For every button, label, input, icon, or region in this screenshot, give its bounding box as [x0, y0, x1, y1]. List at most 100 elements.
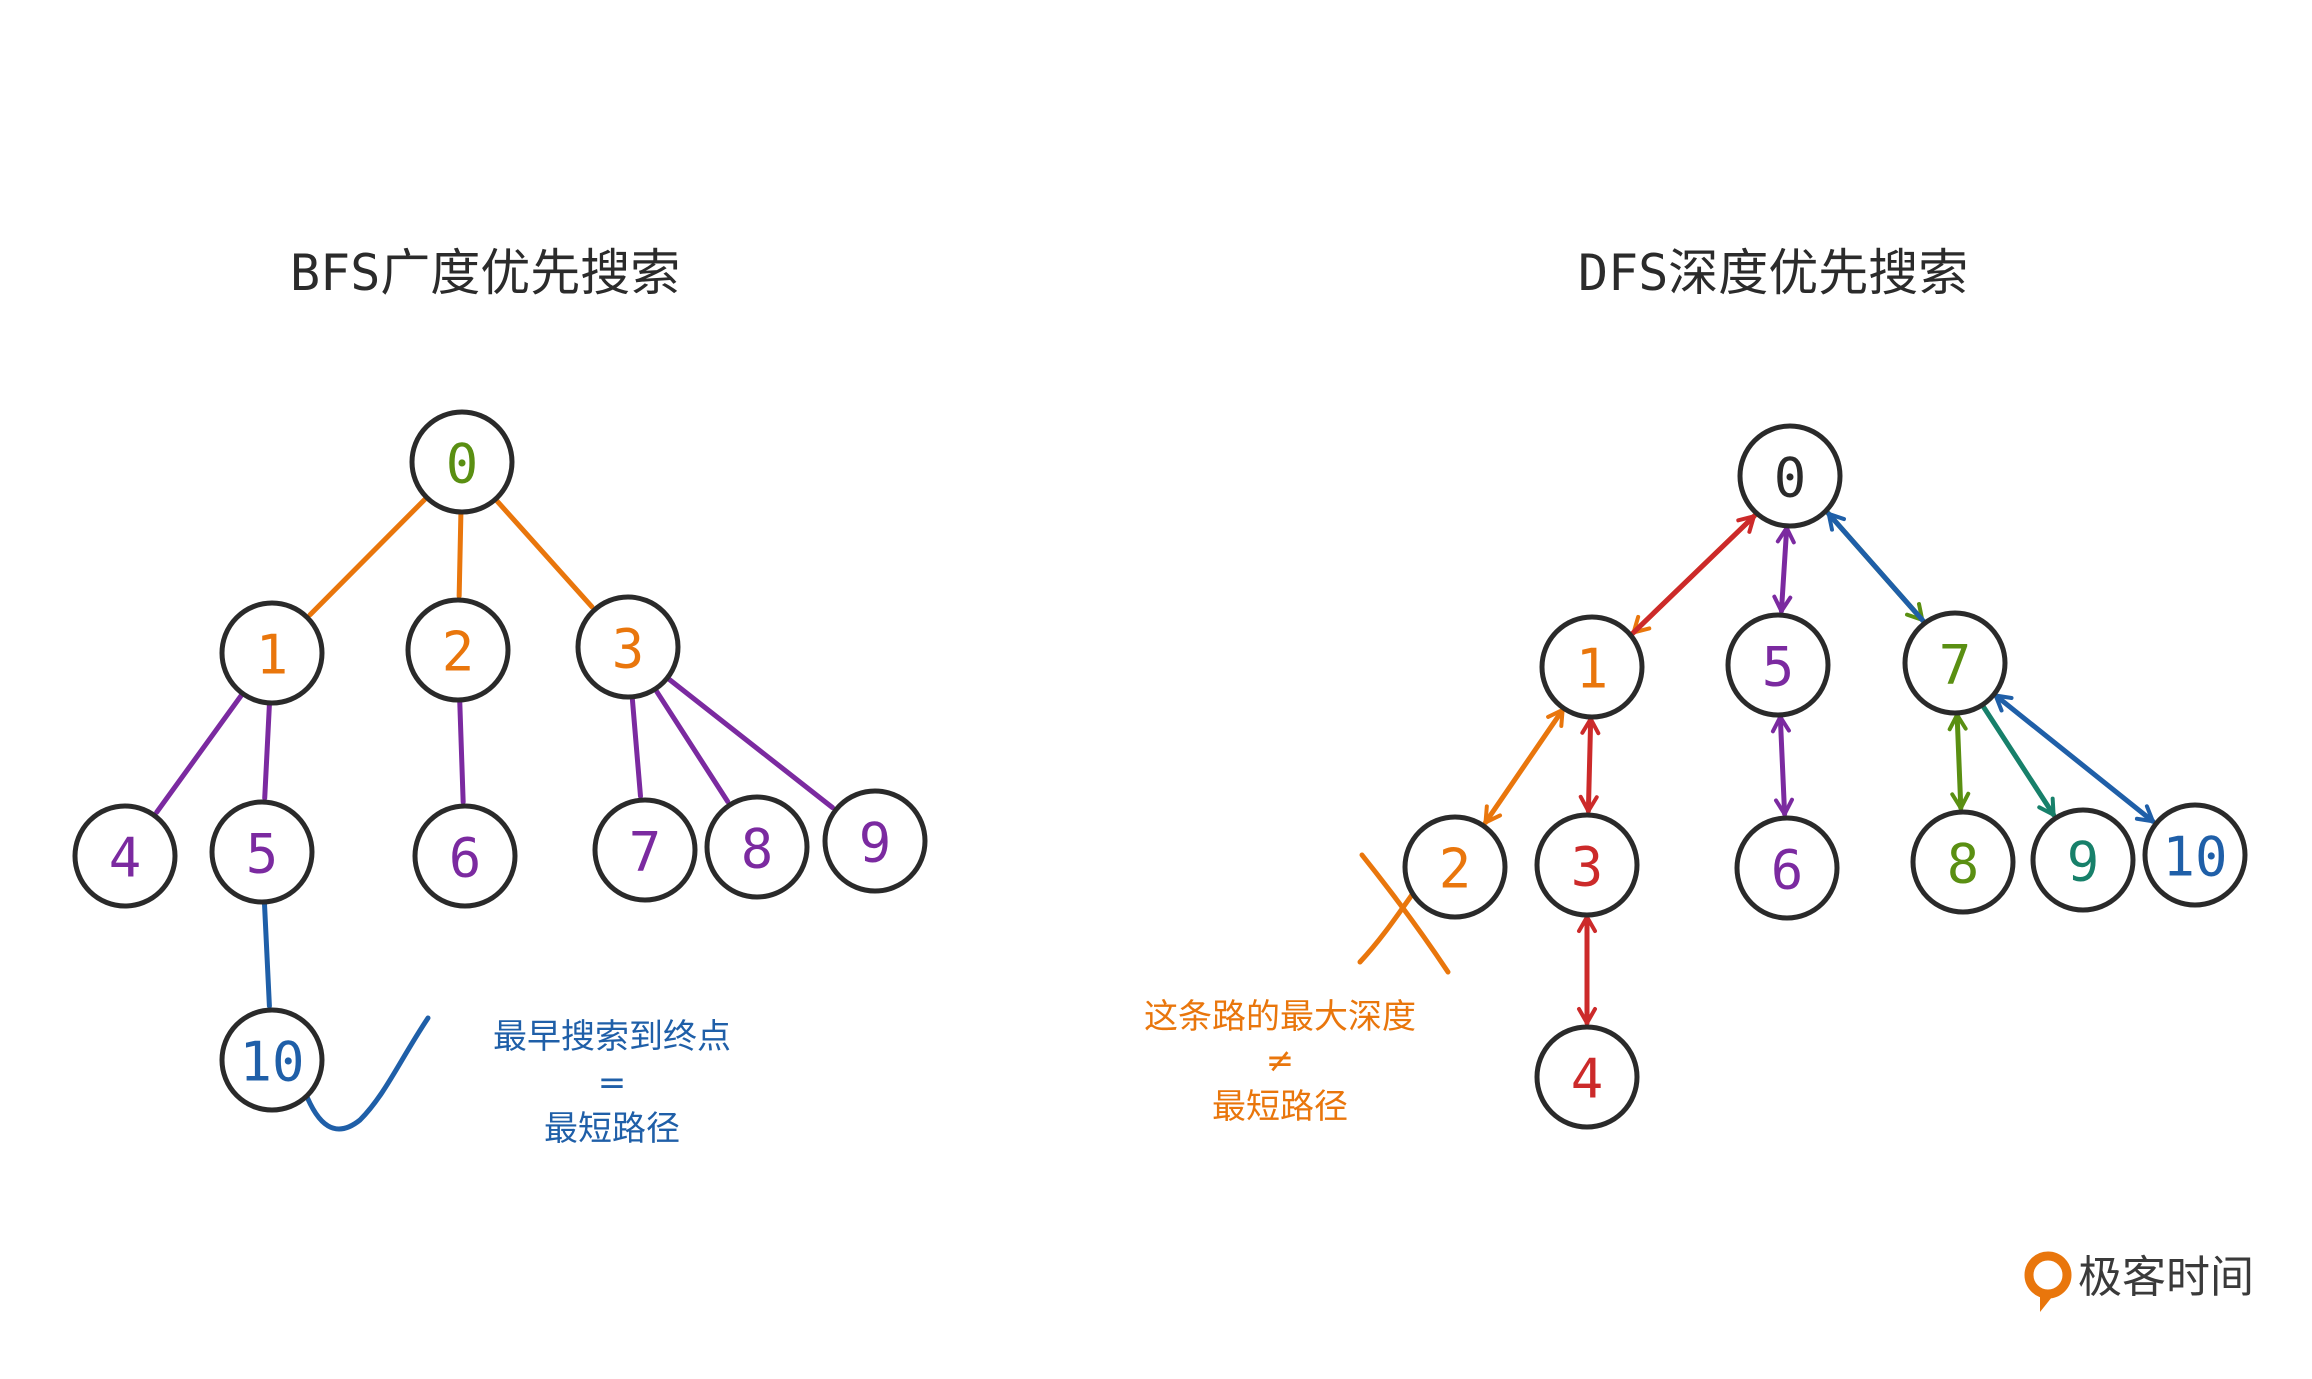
edge-1-5	[262, 702, 272, 801]
dfs-node-7: 7	[1902, 610, 2008, 716]
bfs-node-10-circle	[219, 1007, 325, 1113]
bfs-node-4-circle	[72, 803, 178, 909]
bfs-node-9-circle	[822, 788, 928, 894]
edge-1-3	[1585, 716, 1594, 814]
dfs-node-4-circle	[1534, 1024, 1640, 1130]
dfs-node-1-circle	[1539, 614, 1645, 720]
dfs-node-2-circle	[1402, 814, 1508, 920]
bfs-edges	[154, 496, 836, 1009]
arrowhead-7-0-end	[1826, 511, 1846, 532]
arrowhead-1-0-end	[1736, 514, 1756, 534]
bfs-node-6-circle	[412, 803, 518, 909]
edge-7-0	[1826, 511, 1927, 624]
dfs-node-10: 10	[2142, 802, 2248, 908]
bfs-note-line-1: 最早搜索到终点	[493, 1017, 731, 1057]
arrowhead-7-10-end	[2134, 804, 2155, 824]
bfs-note-line-3: 最短路径	[544, 1109, 680, 1149]
dfs-node-1-label: 1	[1576, 638, 1609, 701]
bfs-node-5-label: 5	[246, 823, 279, 886]
edge-1-4	[154, 692, 245, 815]
bfs-node-1-label: 1	[256, 624, 289, 687]
dfs-nodes: 0 1 5 7 2 3 6 8 9 10 4	[1402, 423, 2248, 1130]
dfs-node-0-label: 0	[1774, 447, 1807, 510]
dfs-node-2: 2	[1402, 814, 1508, 920]
bfs-node-10: 10	[219, 1007, 325, 1113]
bfs-node-3-label: 3	[612, 618, 645, 681]
edge-5-10	[261, 901, 272, 1009]
dfs-node-2-label: 2	[1439, 838, 1472, 901]
bfs-node-4: 4	[72, 803, 178, 909]
edge-5-6	[1777, 714, 1788, 817]
bfs-node-9-label: 9	[859, 812, 892, 875]
bfs-node-7-label: 7	[629, 821, 662, 884]
bfs-node-5: 5	[209, 799, 315, 905]
dfs-node-5-circle	[1725, 612, 1831, 718]
arrowhead-3-4-end	[1577, 1007, 1597, 1025]
edge-0-3	[494, 498, 595, 610]
dfs-node-9-label: 9	[2067, 831, 2100, 894]
edge-7-9	[1980, 704, 2057, 818]
dfs-node-5: 5	[1725, 612, 1831, 718]
bfs-node-4-label: 4	[109, 827, 142, 890]
edge-3-8	[653, 688, 731, 805]
bfs-note-line-2: =	[598, 1063, 627, 1103]
dfs-node-10-label: 10	[2162, 826, 2227, 889]
arrowhead-0-5-end	[1772, 594, 1793, 614]
edge-7-8	[1954, 712, 1964, 811]
dfs-node-9-circle	[2030, 807, 2136, 913]
edge-3-7	[629, 696, 643, 799]
dfs-node-6: 6	[1734, 815, 1840, 921]
dfs-node-1: 1	[1539, 614, 1645, 720]
dfs-note-line-3: 最短路径	[1212, 1087, 1348, 1127]
bfs-node-0: 0	[409, 409, 515, 515]
bfs-node-3-circle	[575, 594, 681, 700]
edge-3-9	[666, 676, 836, 811]
arrowhead-1-2-end	[1483, 804, 1503, 825]
brand-logo: 极客时间	[2024, 1251, 2254, 1312]
dfs-node-3-circle	[1534, 812, 1640, 918]
bfs-node-8-circle	[704, 794, 810, 900]
bfs-node-9: 9	[822, 788, 928, 894]
dfs-node-3: 3	[1534, 812, 1640, 918]
arrowhead-5-6-end	[1774, 797, 1794, 817]
dfs-node-6-label: 6	[1771, 839, 1804, 902]
dfs-node-0-circle	[1737, 423, 1843, 529]
dfs-node-9: 9	[2030, 807, 2136, 913]
check-mark-icon	[302, 1015, 431, 1132]
arrowhead-7-9-end	[2037, 796, 2056, 817]
dfs-node-6-circle	[1734, 815, 1840, 921]
dfs-node-4-label: 4	[1571, 1048, 1604, 1111]
dfs-node-3-label: 3	[1571, 836, 1604, 899]
bfs-node-2-circle	[405, 597, 511, 703]
dfs-note: 这条路的最大深度 ≠ 最短路径	[1144, 997, 1416, 1127]
bfs-node-8-label: 8	[741, 818, 774, 881]
dfs-node-10-circle	[2142, 802, 2248, 908]
bfs-node-6-label: 6	[449, 827, 482, 890]
dfs-title: DFS深度优先搜索	[1578, 244, 1968, 302]
bfs-node-10-label: 10	[239, 1031, 304, 1094]
bfs-node-6: 6	[412, 803, 518, 909]
brand-mark-icon	[2024, 1251, 2072, 1312]
arrowhead-7-8-end	[1950, 791, 1971, 811]
edge-1-2	[1483, 707, 1566, 825]
brand-name: 极客时间	[2078, 1252, 2254, 1303]
bfs-node-8: 8	[704, 794, 810, 900]
bfs-node-7: 7	[592, 797, 698, 903]
dfs-note-line-1: 这条路的最大深度	[1144, 997, 1416, 1037]
dfs-node-8-label: 8	[1947, 833, 1980, 896]
edge-7-10	[1993, 692, 2156, 824]
bfs-node-7-circle	[592, 797, 698, 903]
bfs-note: 最早搜索到终点 = 最短路径	[493, 1017, 731, 1149]
bfs-title: BFS广度优先搜索	[290, 244, 680, 302]
bfs-node-2: 2	[405, 597, 511, 703]
bfs-node-5-circle	[209, 799, 315, 905]
bfs-node-0-label: 0	[446, 433, 479, 496]
dfs-node-8-circle	[1910, 809, 2016, 915]
edge-0-1	[307, 496, 428, 618]
dfs-node-7-label: 7	[1939, 634, 1972, 697]
bfs-nodes: 0 1 2 3 4 5 6 7 8 9 10	[72, 409, 928, 1113]
dfs-node-0: 0	[1737, 423, 1843, 529]
edge-2-6	[457, 699, 466, 805]
edge-0-2	[456, 511, 464, 599]
edge-0-5	[1778, 525, 1790, 614]
